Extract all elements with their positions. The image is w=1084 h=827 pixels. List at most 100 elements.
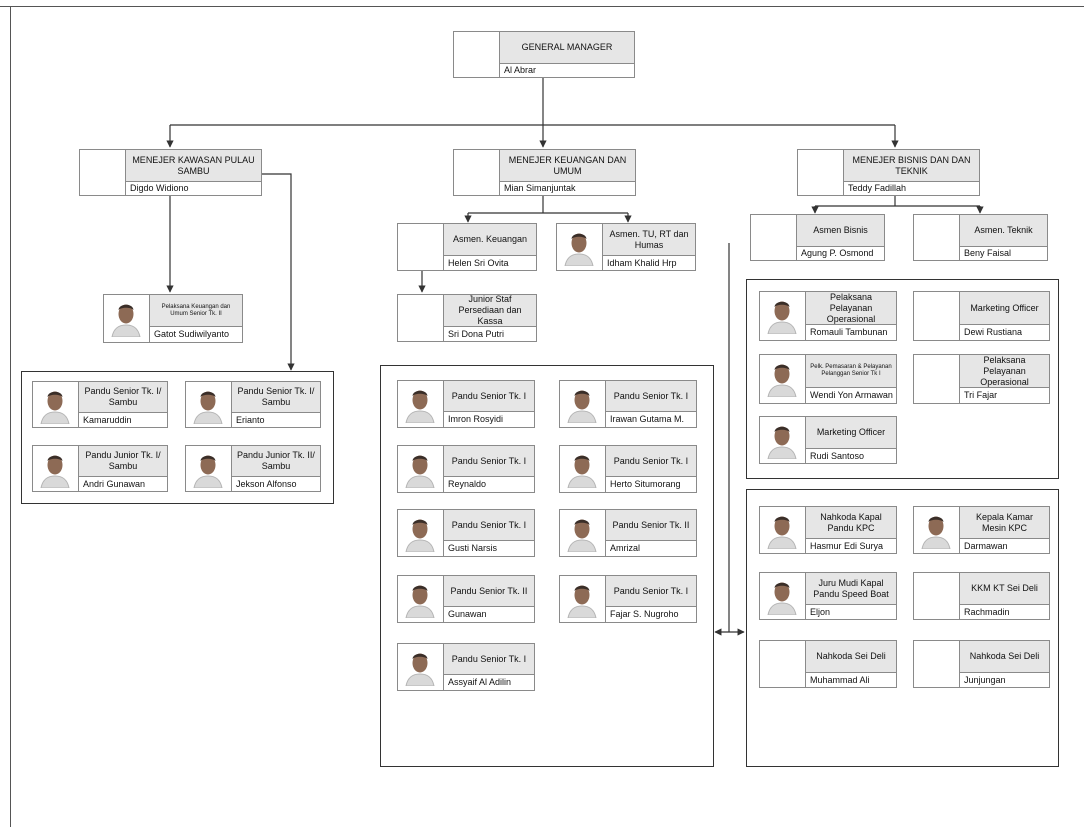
person-name: Muhammad Ali (810, 675, 870, 685)
person-photo (760, 573, 806, 619)
person-name: Rachmadin (964, 607, 1010, 617)
position-title: KKM KT Sei Deli (960, 573, 1049, 605)
person-name: Wendi Yon Armawan (810, 390, 893, 400)
person-photo (33, 382, 79, 427)
person-photo (914, 507, 960, 553)
photo-placeholder (914, 215, 960, 260)
position-title: Pandu Senior Tk. II (444, 576, 534, 607)
position-title: Nahkoda Sei Deli (960, 641, 1049, 673)
position-title: Nahkoda Sei Deli (806, 641, 896, 673)
group-bisnis-staff (746, 279, 1059, 479)
person-name: Digdo Widiono (130, 183, 189, 193)
person-name: Agung P. Osmond (801, 248, 874, 258)
position-title: Pandu Senior Tk. I (606, 381, 696, 412)
position-title: Pandu Senior Tk. I/ Sambu (232, 382, 320, 413)
group-pandu-keuangan (380, 365, 714, 767)
person-name: Dewi Rustiana (964, 327, 1023, 337)
person-name: Reynaldo (448, 479, 487, 489)
person-name: Assyaif Al Adilin (448, 677, 512, 687)
position-title: Pandu Junior Tk. II/ Sambu (232, 446, 320, 477)
photo-placeholder (398, 295, 444, 341)
person-photo (760, 355, 806, 403)
position-title: Pandu Senior Tk. I (606, 576, 696, 607)
person-name: Darmawan (964, 541, 1008, 551)
photo-placeholder (914, 355, 960, 403)
position-title: Kepala Kamar Mesin KPC (960, 507, 1049, 539)
photo-placeholder (798, 150, 844, 195)
person-name: Idham Khalid Hrp (607, 258, 677, 268)
position-title: Asmen. TU, RT dan Humas (603, 224, 695, 256)
person-name: Romauli Tambunan (810, 327, 888, 337)
person-photo (560, 510, 606, 556)
person-name: Amrizal (610, 543, 641, 553)
person-name: Hasmur Edi Surya (810, 541, 884, 551)
person-photo (560, 381, 606, 427)
person-name: Imron Rosyidi (448, 414, 504, 424)
person-photo (398, 381, 444, 427)
position-title: MENEJER KAWASAN PULAU SAMBU (126, 150, 261, 182)
photo-placeholder (454, 32, 500, 77)
page-frame-top (0, 6, 1084, 7)
person-photo (760, 507, 806, 553)
position-title: MENEJER BISNIS DAN DAN TEKNIK (844, 150, 979, 182)
org-card-kapal-2: Kepala Kamar Mesin KPC Darmawan (913, 506, 1050, 554)
position-title: Junior Staf Persediaan dan Kassa (444, 294, 536, 327)
photo-placeholder (914, 292, 960, 340)
position-title: Pandu Senior Tk. I (444, 510, 534, 541)
person-name: Andri Gunawan (83, 479, 146, 489)
person-photo (398, 510, 444, 556)
org-card-staff-bisnis-3: Pelk. Pemasaran & Pelayanan Pelanggan Se… (759, 354, 897, 404)
person-photo (186, 382, 232, 427)
group-kapal (746, 489, 1059, 767)
person-name: Helen Sri Ovita (448, 258, 509, 268)
position-title: Asmen Bisnis (797, 215, 884, 247)
photo-placeholder (751, 215, 797, 260)
person-name: Beny Faisal (964, 248, 1012, 258)
person-name: Irawan Gutama M. (610, 414, 685, 424)
person-photo (104, 295, 150, 342)
person-name: Gunawan (448, 609, 487, 619)
position-title: Juru Mudi Kapal Pandu Speed Boat (806, 573, 896, 605)
group-pandu-sambu (21, 371, 334, 504)
person-photo (760, 292, 806, 340)
org-card-pandu-keu-4: Pandu Senior Tk. I Herto Situmorang (559, 445, 697, 493)
position-title: Asmen. Keuangan (444, 224, 536, 256)
person-name: Herto Situmorang (610, 479, 681, 489)
org-card-pandu-keu-2: Pandu Senior Tk. I Irawan Gutama M. (559, 380, 697, 428)
person-name: Kamaruddin (83, 415, 132, 425)
org-card-pandu-keu-7: Pandu Senior Tk. II Gunawan (397, 575, 535, 623)
photo-placeholder (760, 641, 806, 687)
photo-placeholder (914, 573, 960, 619)
person-name: Jekson Alfonso (236, 479, 297, 489)
position-title: Pelaksana Pelayanan Operasional (806, 292, 896, 325)
page-frame-left (10, 6, 11, 827)
person-photo (398, 644, 444, 690)
photo-placeholder (80, 150, 126, 195)
person-name: Teddy Fadillah (848, 183, 907, 193)
position-title: Asmen. Teknik (960, 215, 1047, 247)
position-title: Pandu Senior Tk. I (606, 446, 696, 477)
position-title: Marketing Officer (960, 292, 1049, 325)
person-name: Mian Simanjuntak (504, 183, 576, 193)
person-photo (560, 576, 606, 622)
person-name: Al Abrar (504, 65, 537, 75)
